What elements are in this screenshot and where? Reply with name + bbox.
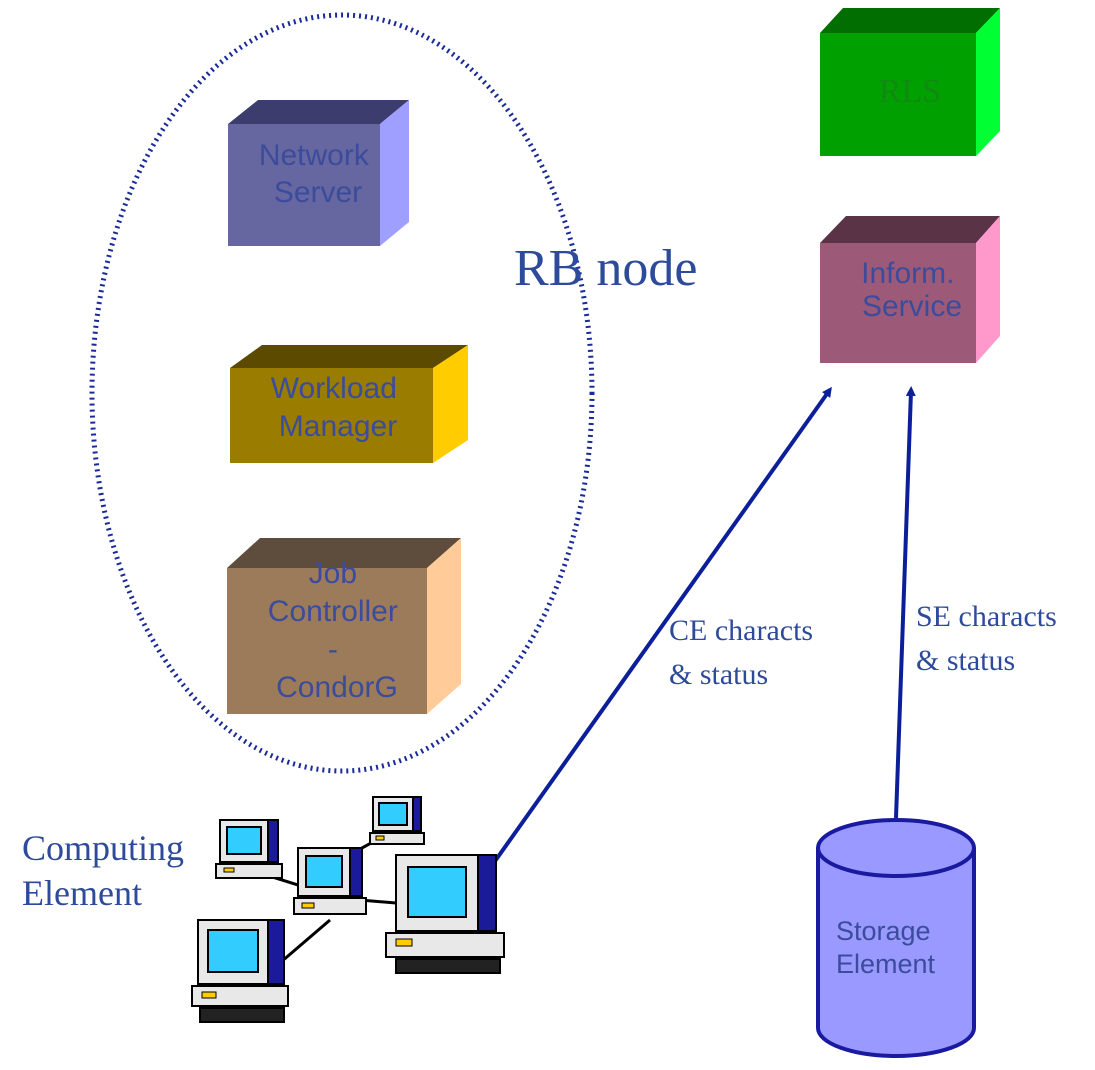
rls-node[interactable]: RLS <box>820 8 1000 156</box>
rb-node-label: RB node <box>514 240 697 297</box>
storage-element-line-1: Storage <box>836 916 931 946</box>
network-server-label: Network Server <box>259 139 377 209</box>
information-service-line-1: Inform. <box>861 257 954 290</box>
ce-to-is-arrow <box>476 386 832 887</box>
storage-element-node[interactable]: Storage Element <box>816 818 976 1058</box>
computing-element-cluster[interactable] <box>191 796 505 1023</box>
computer-icon <box>191 919 289 1023</box>
workload-manager-line-1: Workload <box>271 372 397 405</box>
ce-characts-line-2: & status <box>669 658 768 691</box>
network-server-line-1: Network <box>259 139 370 172</box>
job-controller-line-2: Controller <box>268 595 398 628</box>
network-server-line-2: Server <box>274 176 362 209</box>
se-characts-label: SE characts & status <box>916 600 1064 677</box>
rb-node-boundary <box>89 12 595 774</box>
computer-icon <box>215 819 283 879</box>
job-controller-line-1: Job <box>309 557 357 590</box>
computing-element-line-2: Element <box>22 873 142 913</box>
computer-icon <box>293 847 367 915</box>
workload-manager-label: Workload Manager <box>271 372 406 443</box>
rls-label: RLS <box>879 73 941 110</box>
ce-characts-line-1: CE characts <box>669 614 813 647</box>
job-controller-line-4: CondorG <box>276 671 398 704</box>
computer-icon <box>369 796 425 845</box>
network-server-node[interactable]: Network Server <box>228 100 409 246</box>
computing-element-label: Computing Element <box>22 828 193 913</box>
workload-manager-line-2: Manager <box>279 410 397 443</box>
computing-element-line-1: Computing <box>22 828 184 868</box>
job-controller-node[interactable]: Job Controller - CondorG <box>227 538 461 714</box>
se-to-is-arrow <box>894 386 916 819</box>
storage-element-label: Storage Element <box>836 916 938 979</box>
storage-element-line-2: Element <box>836 949 936 979</box>
ce-characts-label: CE characts & status <box>669 614 821 691</box>
information-service-node[interactable]: Inform. Service <box>820 216 1000 363</box>
se-characts-line-2: & status <box>916 644 1015 677</box>
job-controller-line-3: - <box>328 633 338 666</box>
workload-manager-node[interactable]: Workload Manager <box>230 345 468 463</box>
job-controller-label: Job Controller - CondorG <box>268 557 406 704</box>
se-characts-line-1: SE characts <box>916 600 1057 633</box>
information-service-label: Inform. Service <box>861 257 963 323</box>
computer-icon <box>385 854 505 974</box>
information-service-line-2: Service <box>862 290 962 323</box>
